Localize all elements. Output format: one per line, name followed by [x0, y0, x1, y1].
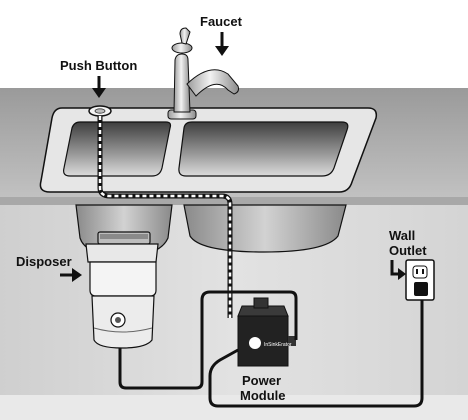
- disposer-unit: [85, 231, 159, 349]
- plug-icon: [414, 282, 428, 296]
- module-brand: InSinkErator: [264, 342, 292, 348]
- faucet: [167, 27, 239, 120]
- left-basin: [63, 121, 172, 177]
- wall-outlet: [405, 259, 435, 301]
- arrow-down-icon: [215, 32, 229, 56]
- label-module: Module: [240, 388, 286, 403]
- label-wall: Wall: [389, 228, 415, 243]
- countertop-edge: [0, 197, 468, 205]
- label-power: Power: [242, 373, 281, 388]
- right-basin: [178, 121, 349, 177]
- arrow-down-icon: [92, 76, 106, 98]
- label-disposer: Disposer: [16, 254, 72, 269]
- module-logo: [249, 337, 261, 349]
- power-module: InSinkErator: [237, 297, 296, 367]
- disposer-cord: [118, 290, 298, 390]
- label-faucet: Faucet: [200, 14, 243, 29]
- arrow-bent-icon: [390, 260, 406, 280]
- power-cord: [208, 292, 424, 408]
- right-bowl-underside: [183, 204, 347, 253]
- arrow-right-icon: [60, 268, 82, 282]
- label-outlet: Outlet: [389, 243, 427, 258]
- label-push-button: Push Button: [60, 58, 137, 73]
